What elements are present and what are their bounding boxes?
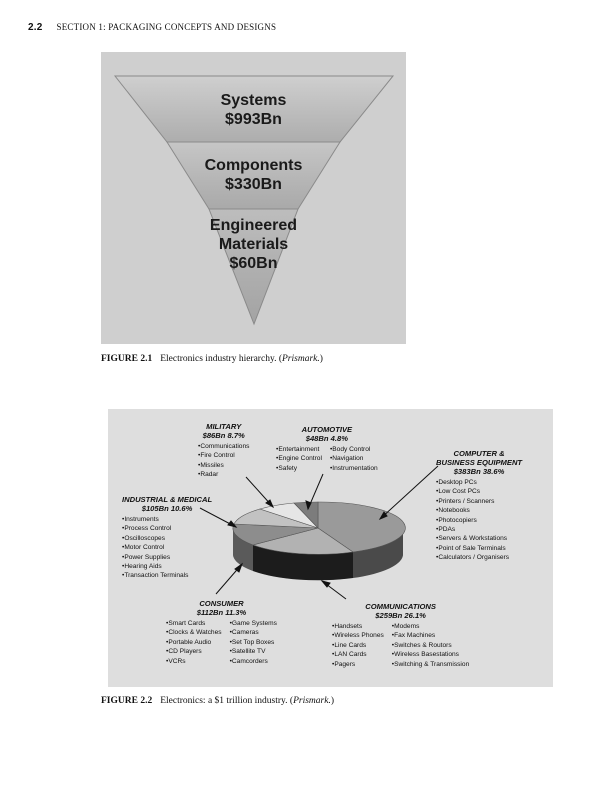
bullet-column: Instruments Process Control Oscilloscope… xyxy=(122,515,188,581)
bullet-item: Entertainment xyxy=(276,445,322,454)
bullet-item: Body Control xyxy=(330,445,378,454)
bullet-columns: Instruments Process Control Oscilloscope… xyxy=(122,515,212,581)
bullet-columns: Entertainment Engine Control Safety Body… xyxy=(276,445,378,473)
leader-consumer-arrowhead xyxy=(234,562,244,573)
bullet-item: Portable Audio xyxy=(166,638,222,647)
page-number: 2.2 xyxy=(28,22,43,33)
bullet-item: Printers / Scanners xyxy=(436,497,509,506)
bullet-item: Fax Machines xyxy=(392,631,469,640)
pie-side-communications xyxy=(253,545,353,581)
bullet-column: Modems Fax Machines Switches & Routors W… xyxy=(392,622,469,669)
bullet-item: Cameras xyxy=(230,628,277,637)
bullet-item: Motor Control xyxy=(122,543,188,552)
bullet-item: Game Systems xyxy=(230,619,277,628)
bullet-item: Oscilloscopes xyxy=(122,534,188,543)
bullet-column: Communications Fire Control Missiles Rad… xyxy=(198,442,249,480)
bullet-item: Wireless Phones xyxy=(332,631,383,640)
tier-label-line: $993Bn xyxy=(225,111,282,128)
tier-label-line: Materials xyxy=(218,236,289,253)
tier-systems-label: Systems $993Bn xyxy=(101,91,406,129)
bullet-column: Body Control Navigation Instrumentation xyxy=(330,445,378,473)
bullet-item: Desktop PCs xyxy=(436,478,509,487)
bullet-item: Switches & Routors xyxy=(392,641,469,650)
pie-side-consumer xyxy=(232,528,253,571)
bullet-item: Set Top Boxes xyxy=(230,638,277,647)
tier-label-line: Components xyxy=(204,157,303,174)
bullet-item: Safety xyxy=(276,464,322,473)
bullet-item: Point of Sale Terminals xyxy=(436,544,509,553)
bullet-item: Servers & Workstations xyxy=(436,534,509,543)
section-title: SECTION 1: PACKAGING CONCEPTS AND DESIGN… xyxy=(56,22,277,32)
leader-computer-arrowhead xyxy=(378,511,388,521)
pie-side-computer-right xyxy=(353,528,404,578)
tier-label-line: $60Bn xyxy=(229,255,278,272)
bullet-item: Radar xyxy=(198,470,249,479)
bullet-item: Wireless Basestations xyxy=(392,650,469,659)
bullet-item: Switching & Transmission xyxy=(392,660,469,669)
bullet-item: Instrumentation xyxy=(330,464,377,473)
bullet-item: Modems xyxy=(392,622,469,631)
bullet-column: Game Systems Cameras Set Top Boxes Satel… xyxy=(230,619,277,666)
bullet-item: Transaction Terminals xyxy=(122,571,188,580)
segment-industrial: INDUSTRIAL & MEDICAL $105Bn 10.6% Instru… xyxy=(122,495,212,581)
bullet-item: Pagers xyxy=(332,660,384,669)
bullet-item: CD Players xyxy=(166,647,222,656)
pie-graphic xyxy=(199,465,439,600)
leader-automotive-arrowhead xyxy=(305,500,312,511)
bullet-item: Camcorders xyxy=(230,657,277,666)
bullet-item: Process Control xyxy=(122,524,188,533)
hierarchy-triangle-graphic xyxy=(113,75,395,326)
bullet-item: Instruments xyxy=(122,515,188,524)
segment-computer: COMPUTER & BUSINESS EQUIPMENT $383Bn 38.… xyxy=(436,449,522,563)
pie-slice-communications xyxy=(251,527,354,555)
bullet-item: PDAs xyxy=(436,525,509,534)
bullet-columns: Communications Fire Control Missiles Rad… xyxy=(198,442,249,480)
tier-label-line: Systems xyxy=(220,92,287,109)
bullet-item: Low Cost PCs xyxy=(436,487,509,496)
bullet-item: Fire Control xyxy=(198,451,249,460)
bullet-columns: Handsets Wireless Phones Line Cards LAN … xyxy=(332,622,469,669)
page-header: 2.2 SECTION 1: PACKAGING CONCEPTS AND DES… xyxy=(28,22,276,33)
bullet-item: Line Cards xyxy=(332,641,384,650)
segment-military: MILITARY $86Bn 8.7% Communications Fire … xyxy=(198,422,249,480)
figure-hierarchy: Systems $993Bn Components $330Bn Engineere… xyxy=(101,52,406,344)
tier-label-line: $330Bn xyxy=(225,176,282,193)
tier-components-label: Components $330Bn xyxy=(101,156,406,194)
bullet-item: Photocopiers xyxy=(436,516,509,525)
bullet-item: VCRs xyxy=(166,657,222,666)
bullet-columns: Smart Cards Clocks & Watches Portable Au… xyxy=(166,619,277,666)
leader-industrial-arrowhead xyxy=(227,520,238,528)
bullet-item: Engine Control xyxy=(276,454,322,463)
bullet-item: Calculators / Organisers xyxy=(436,553,509,562)
leader-communications-arrowhead xyxy=(320,580,331,588)
bullet-columns: Desktop PCs Low Cost PCs Printers / Scan… xyxy=(436,478,522,563)
bullet-item: Notebooks xyxy=(436,506,509,515)
bullet-column: Handsets Wireless Phones Line Cards LAN … xyxy=(332,622,384,669)
bullet-item: Power Supplies xyxy=(122,553,188,562)
leader-military-arrowhead xyxy=(265,499,275,509)
segment-consumer: CONSUMER $112Bn 11.3% Smart Cards Clocks… xyxy=(166,599,277,666)
bullet-column: Smart Cards Clocks & Watches Portable Au… xyxy=(166,619,222,666)
bullet-item: Missiles xyxy=(198,461,249,470)
bullet-item: Satellite TV xyxy=(230,647,277,656)
bullet-item: Communications xyxy=(198,442,249,451)
bullet-item: Hearing Aids xyxy=(122,562,188,571)
leader-computer xyxy=(379,465,439,520)
bullet-item: Smart Cards xyxy=(166,619,222,628)
bullet-item: Clocks & Watches xyxy=(166,628,221,637)
bullet-item: Handsets xyxy=(332,622,384,631)
bullet-item: LAN Cards xyxy=(332,650,384,659)
tier-materials-band xyxy=(208,208,299,326)
tier-label-line: Engineered xyxy=(209,217,298,234)
segment-communications: COMMUNICATIONS $259Bn 26.1% Handsets Wir… xyxy=(332,602,469,669)
figure-industry-pie: MILITARY $86Bn 8.7% Communications Fire … xyxy=(108,409,553,687)
bullet-item: Navigation xyxy=(330,454,378,463)
bullet-column: Desktop PCs Low Cost PCs Printers / Scan… xyxy=(436,478,509,563)
bullet-column: Entertainment Engine Control Safety xyxy=(276,445,322,473)
segment-automotive: AUTOMOTIVE $48Bn 4.8% Entertainment Engi… xyxy=(276,425,378,473)
